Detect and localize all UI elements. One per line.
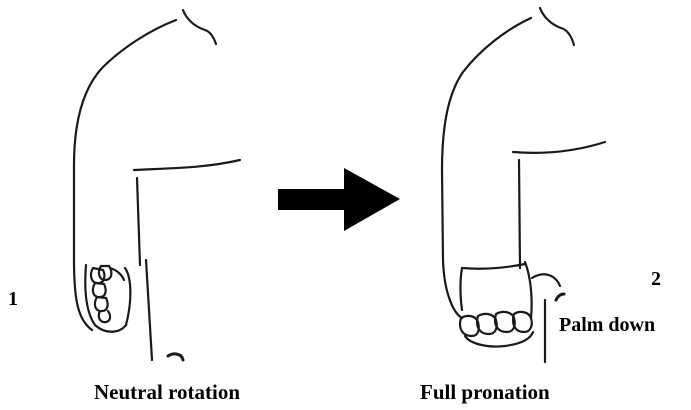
caption-neutral-rotation: Neutral rotation: [94, 380, 240, 405]
caption-full-pronation: Full pronation: [420, 380, 550, 405]
step-number-2: 2: [651, 268, 661, 291]
left-arm-drawing: [74, 10, 240, 360]
right-arrow-icon: [278, 168, 400, 231]
annotation-palm-down: Palm down: [559, 314, 655, 337]
step-number-1: 1: [8, 288, 18, 311]
right-arm-drawing: [442, 8, 605, 362]
